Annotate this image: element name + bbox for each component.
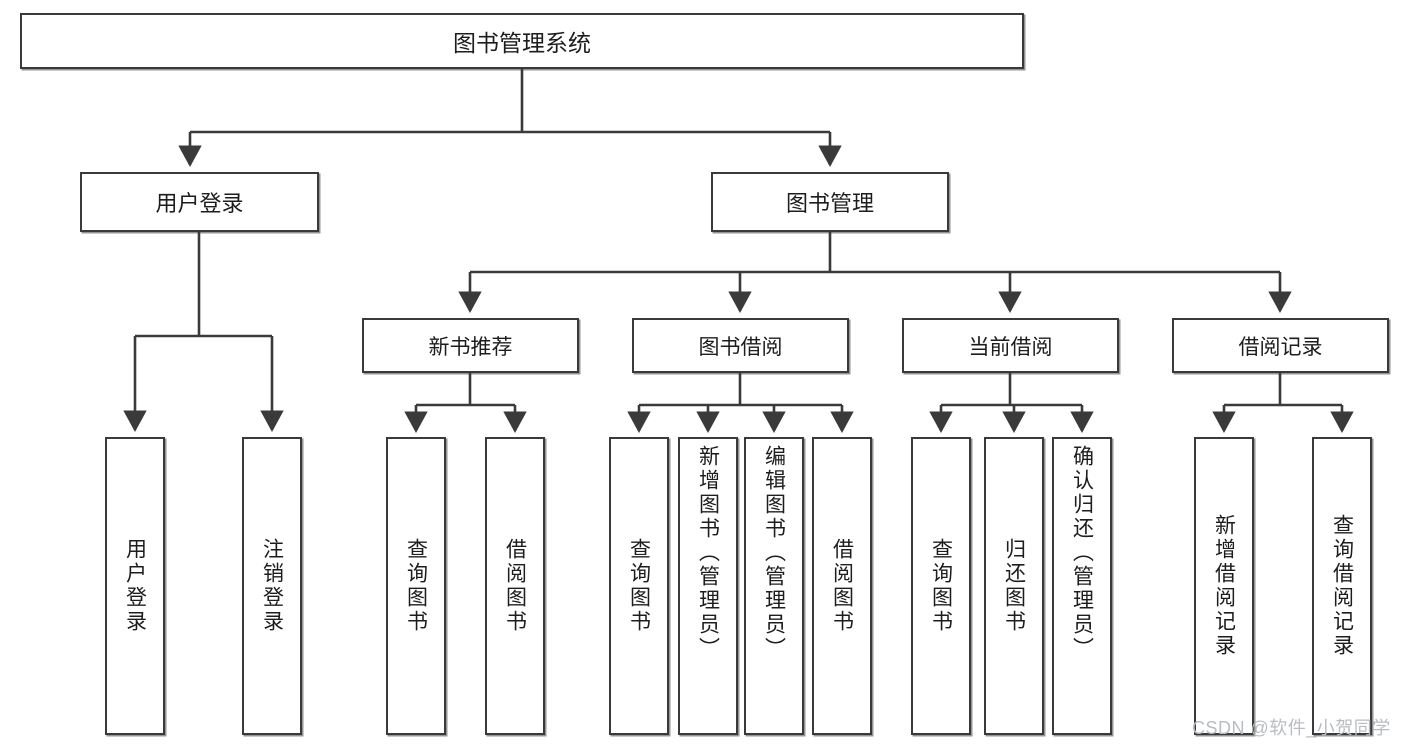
node-label: 当前借阅 — [968, 335, 1053, 359]
node-new-book-recommend[interactable]: 新书推荐 — [362, 318, 579, 373]
leaf-label: 编辑图书（管理员） — [762, 445, 786, 661]
leaf-query-book-recommend[interactable]: 查询图书 — [386, 437, 446, 735]
leaf-label: 新增图书（管理员） — [696, 445, 720, 661]
leaf-confirm-return-admin[interactable]: 确认归还（管理员） — [1052, 437, 1112, 735]
leaf-edit-book-admin[interactable]: 编辑图书（管理员） — [744, 437, 804, 735]
node-label: 图书借阅 — [698, 335, 783, 359]
node-book-management[interactable]: 图书管理 — [711, 172, 949, 232]
leaf-borrow-book-recommend[interactable]: 借阅图书 — [485, 437, 545, 735]
leaf-label: 查询图书 — [404, 538, 428, 634]
leaf-label: 用户登录 — [123, 538, 147, 634]
node-label: 图书管理系统 — [453, 30, 591, 56]
leaf-query-book-borrow[interactable]: 查询图书 — [609, 437, 669, 735]
node-user-login[interactable]: 用户登录 — [80, 172, 319, 232]
leaf-label: 查询图书 — [929, 538, 953, 634]
leaf-query-book-current[interactable]: 查询图书 — [911, 437, 971, 735]
leaf-return-book[interactable]: 归还图书 — [984, 437, 1044, 735]
leaf-user-login[interactable]: 用户登录 — [105, 437, 165, 735]
node-root[interactable]: 图书管理系统 — [20, 13, 1024, 69]
leaf-query-borrow-record[interactable]: 查询借阅记录 — [1312, 437, 1372, 735]
leaf-label: 确认归还（管理员） — [1070, 445, 1094, 661]
node-book-borrow[interactable]: 图书借阅 — [632, 318, 849, 373]
leaf-add-borrow-record[interactable]: 新增借阅记录 — [1194, 437, 1254, 735]
leaf-logout[interactable]: 注销登录 — [242, 437, 302, 735]
leaf-label: 查询借阅记录 — [1330, 514, 1354, 658]
leaf-label: 注销登录 — [260, 538, 284, 634]
node-current-borrow[interactable]: 当前借阅 — [902, 318, 1119, 373]
leaf-label: 借阅图书 — [830, 538, 854, 634]
leaf-label: 新增借阅记录 — [1212, 514, 1236, 658]
node-label: 新书推荐 — [428, 335, 513, 359]
node-label: 借阅记录 — [1238, 335, 1323, 359]
node-label: 图书管理 — [785, 191, 874, 216]
node-borrow-record[interactable]: 借阅记录 — [1172, 318, 1389, 373]
leaf-label: 归还图书 — [1002, 538, 1026, 634]
csdn-watermark: CSDN @软件_小贺同学 — [1192, 718, 1391, 738]
leaf-add-book-admin[interactable]: 新增图书（管理员） — [678, 437, 738, 735]
leaf-label: 借阅图书 — [503, 538, 527, 634]
leaf-label: 查询图书 — [627, 538, 651, 634]
leaf-borrow-book[interactable]: 借阅图书 — [812, 437, 872, 735]
node-label: 用户登录 — [155, 191, 244, 216]
